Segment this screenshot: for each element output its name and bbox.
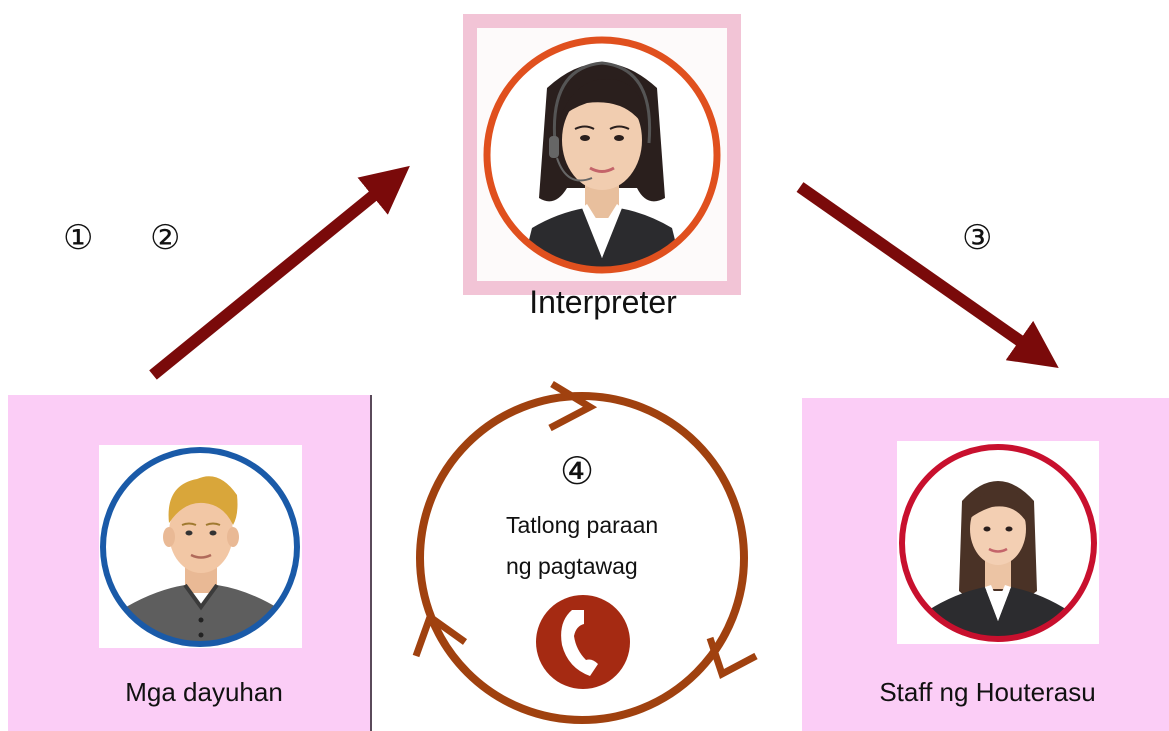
phone-icon xyxy=(536,595,630,689)
staff-label: Staff ng Houterasu xyxy=(879,677,1096,707)
cycle-arrow-top xyxy=(548,381,598,432)
staff-photo-area xyxy=(897,441,1099,644)
interpreter-label: Interpreter xyxy=(529,284,677,320)
cycle-arrow-left xyxy=(412,611,468,658)
step-3-marker: ③ xyxy=(962,219,993,257)
interpreter-ring xyxy=(483,36,721,274)
cycle-text-line2: ng pagtawag xyxy=(506,553,638,579)
arrow-interpreter-to-staff xyxy=(796,182,1059,369)
cycle-arrow-bottom-right xyxy=(706,636,758,680)
foreigner-avatar xyxy=(100,447,300,647)
interpreter-photo-area xyxy=(477,28,727,281)
foreigner-photo-area xyxy=(99,445,302,648)
arrow-foreigner-to-interpreter xyxy=(149,165,410,380)
cycle-ring xyxy=(416,392,748,724)
step-4-marker: ④ xyxy=(560,451,595,493)
foreigner-ring xyxy=(100,447,300,647)
step-1-marker: ① xyxy=(63,219,94,257)
staff-avatar xyxy=(899,444,1097,642)
interpreter-card xyxy=(463,14,741,295)
step-2-marker: ② xyxy=(150,219,181,257)
foreigner-label: Mga dayuhan xyxy=(125,677,283,707)
staff-ring xyxy=(899,444,1097,642)
cycle-text-line1: Tatlong paraan xyxy=(506,512,659,538)
interpreter-avatar xyxy=(483,36,721,274)
